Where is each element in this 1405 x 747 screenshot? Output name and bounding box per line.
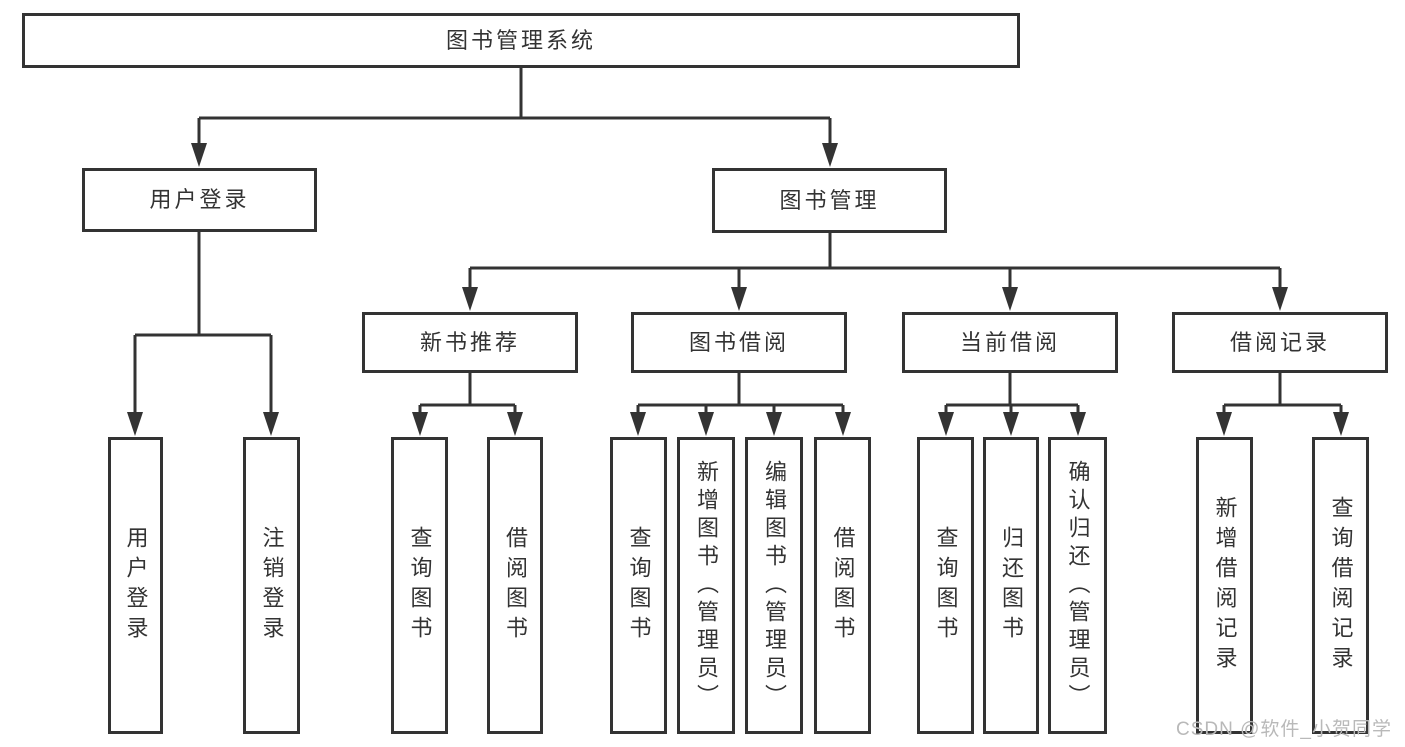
arrow-head: [630, 412, 646, 436]
csdn-watermark: CSDN @软件_小贺同学: [1176, 719, 1392, 740]
connector-root-to-level2: [197, 68, 832, 146]
node-leaf-edit-book-admin: 编辑图书（管理员）: [745, 437, 803, 734]
connector-line: [1222, 373, 1343, 414]
connector-line: [197, 68, 832, 146]
node-current-borrow: 当前借阅: [902, 312, 1118, 373]
arrow-head: [1333, 412, 1349, 436]
node-leaf-borrow-books-2: 借阅图书: [814, 437, 871, 734]
node-leaf-confirm-return-admin: 确认归还（管理员）: [1048, 437, 1107, 734]
node-leaf-logout: 注销登录: [243, 437, 300, 734]
connector-line: [133, 232, 273, 414]
arrow-head: [191, 143, 207, 167]
node-root-library-system: 图书管理系统: [22, 13, 1020, 68]
node-leaf-query-books-3: 查询图书: [917, 437, 974, 734]
connector-user-login-to-children: [133, 232, 273, 414]
arrow-head: [1002, 287, 1018, 311]
arrow-head: [698, 412, 714, 436]
connector-book-mgmt-to-level3: [468, 233, 1282, 289]
node-borrow-records: 借阅记录: [1172, 312, 1388, 373]
node-book-borrow: 图书借阅: [631, 312, 847, 373]
node-book-management: 图书管理: [712, 168, 947, 233]
node-leaf-add-book-admin: 新增图书（管理员）: [677, 437, 735, 734]
connector-line: [636, 373, 845, 414]
arrow-head: [822, 143, 838, 167]
arrow-head: [462, 287, 478, 311]
connector-line: [944, 373, 1080, 414]
arrow-head: [766, 412, 782, 436]
node-leaf-add-borrow-record: 新增借阅记录: [1196, 437, 1253, 734]
node-user-login: 用户登录: [82, 168, 317, 232]
arrow-head: [127, 412, 143, 436]
node-leaf-borrow-books-1: 借阅图书: [487, 437, 543, 734]
connector-new-book-to-leaves: [418, 373, 517, 414]
arrow-head: [938, 412, 954, 436]
arrow-head: [507, 412, 523, 436]
arrow-head: [412, 412, 428, 436]
connector-records-to-leaves: [1222, 373, 1343, 414]
connector-line: [418, 373, 517, 414]
node-leaf-query-books-2: 查询图书: [610, 437, 667, 734]
connector-line: [468, 233, 1282, 289]
arrow-head: [731, 287, 747, 311]
arrow-head: [1272, 287, 1288, 311]
node-leaf-return-book: 归还图书: [983, 437, 1039, 734]
node-leaf-query-borrow-record: 查询借阅记录: [1312, 437, 1369, 734]
arrow-head: [835, 412, 851, 436]
node-leaf-user-login: 用户登录: [108, 437, 163, 734]
node-leaf-query-books-1: 查询图书: [391, 437, 448, 734]
arrow-head: [1003, 412, 1019, 436]
arrow-head: [263, 412, 279, 436]
arrow-head: [1070, 412, 1086, 436]
arrow-head: [1216, 412, 1232, 436]
node-new-book-recommend: 新书推荐: [362, 312, 578, 373]
connector-book-borrow-to-leaves: [636, 373, 845, 414]
connector-current-borrow-to-leaves: [944, 373, 1080, 414]
